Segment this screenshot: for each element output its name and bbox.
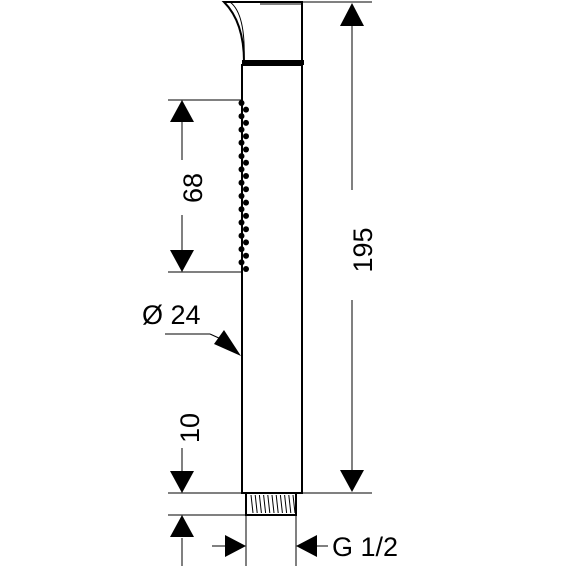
shower-head-outline (221, 1, 303, 63)
arrow-up-icon (170, 515, 194, 537)
thread-line (279, 494, 283, 514)
dimension-diameter: Ø 24 (142, 300, 241, 356)
arrow-right-icon (214, 330, 241, 356)
thread-line (254, 494, 258, 514)
handle-shaft (241, 64, 303, 494)
thread-line (267, 494, 271, 514)
thread-label: G 1/2 (332, 532, 398, 562)
thread-line (271, 494, 275, 514)
spray-nozzle (243, 133, 249, 140)
thread-line (263, 494, 267, 514)
spray-nozzle (238, 139, 245, 146)
arrow-right-icon (225, 535, 246, 557)
thread-line (288, 494, 292, 514)
thread-lines (250, 494, 296, 514)
spray-nozzle (243, 252, 249, 259)
spray-nozzle (243, 119, 249, 126)
thread-line (250, 494, 254, 514)
spray-nozzle (238, 259, 245, 266)
spray-zone-label: 68 (178, 173, 208, 203)
spray-nozzle (238, 153, 245, 160)
spray-nozzle (238, 179, 245, 186)
spray-nozzle (243, 146, 249, 153)
dimension-connection-length: 10 (168, 413, 246, 566)
thread-line (292, 494, 296, 514)
arrow-left-icon (296, 535, 317, 557)
spray-nozzle (243, 226, 249, 233)
spray-nozzle (243, 266, 249, 272)
dimension-spray-zone: 68 (168, 99, 242, 273)
spray-nozzle (238, 193, 245, 199)
spray-nozzles (238, 100, 249, 272)
overall-height-label: 195 (348, 227, 378, 272)
thread-line (284, 494, 288, 514)
thread-line (258, 494, 262, 514)
spray-nozzle (243, 159, 249, 166)
connection-length-label: 10 (175, 413, 205, 443)
spray-nozzle (238, 232, 245, 239)
diameter-label: Ø 24 (142, 300, 201, 330)
spray-nozzle (238, 113, 245, 120)
spray-nozzle (238, 206, 245, 213)
thread-line (275, 494, 279, 514)
spray-nozzle (238, 166, 245, 173)
arrow-up-icon (170, 100, 194, 122)
spray-nozzle (243, 212, 249, 219)
spray-nozzle (238, 246, 245, 253)
spray-nozzle (243, 186, 249, 193)
shower-body (221, 1, 304, 516)
dimension-thread: G 1/2 (212, 515, 398, 566)
spray-nozzle (238, 219, 245, 226)
arrow-up-icon (340, 3, 364, 26)
spray-nozzle (243, 199, 249, 206)
spray-nozzle (243, 239, 249, 246)
arrow-down-icon (170, 250, 194, 272)
spray-nozzle (238, 126, 245, 133)
collar-band (242, 60, 304, 65)
thread-connector (245, 492, 297, 516)
spray-nozzle (243, 173, 249, 179)
shower-head-curve (229, 1, 245, 63)
arrow-down-icon (340, 470, 364, 492)
dimension-overall-height: 195 (302, 1, 378, 494)
spray-nozzle (238, 100, 245, 106)
arrow-down-icon (170, 471, 194, 493)
spray-nozzle (243, 106, 249, 113)
